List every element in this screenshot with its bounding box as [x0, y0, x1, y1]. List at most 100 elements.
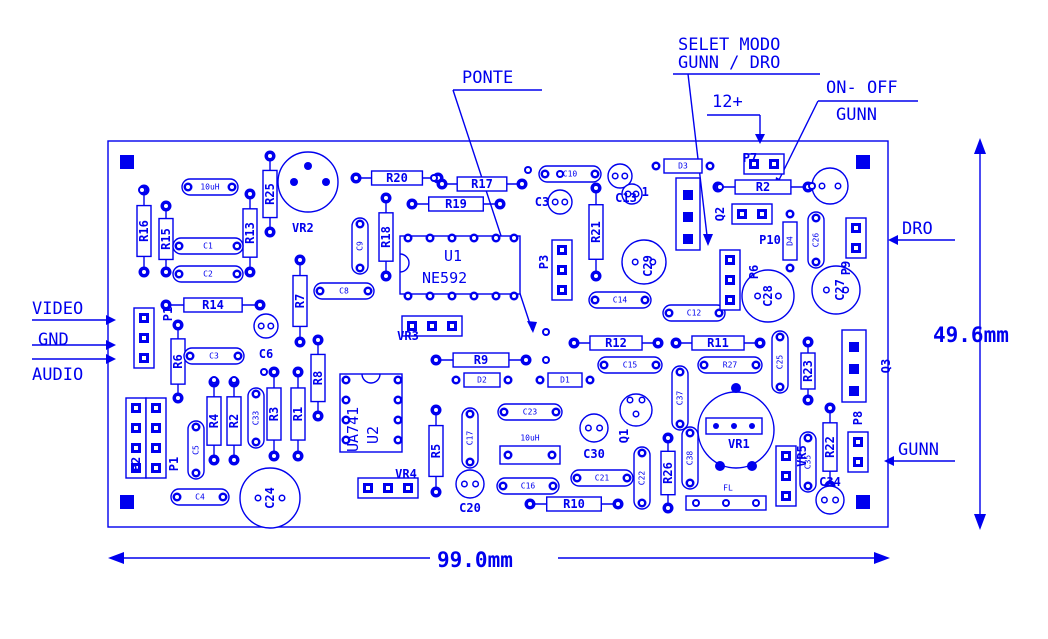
ic-pin: [491, 291, 501, 301]
capacitor-c33: C33: [247, 387, 265, 449]
capacitor-c2: C2: [172, 265, 244, 283]
svg-text:P9: P9: [839, 261, 853, 275]
svg-text:C26: C26: [812, 233, 821, 248]
board-outline: [107, 140, 889, 528]
transistor-q2: Q2: [675, 177, 727, 251]
v12-label: 12+: [712, 92, 743, 112]
resistor-r17: R17: [436, 176, 528, 192]
svg-text:C38: C38: [686, 451, 695, 466]
resistor-r26: R26: [660, 432, 676, 514]
svg-text:R9: R9: [474, 353, 488, 367]
svg-text:VR1: VR1: [728, 437, 750, 451]
resistor-r11: R11: [670, 335, 766, 351]
mount-hole: [120, 495, 134, 509]
capacitor-c1: C1: [172, 237, 244, 255]
svg-text:FL: FL: [723, 484, 733, 493]
connector-p6: P6: [719, 249, 761, 311]
capacitor-c17: C17: [461, 407, 479, 469]
resistor-r25: R25: [262, 150, 278, 238]
svg-text:R2: R2: [227, 414, 241, 428]
svg-text:P6: P6: [747, 265, 761, 279]
electrolytic-c13: C13: [615, 183, 643, 205]
transistor-q1: Q1: [617, 393, 653, 443]
filter-fl: FL: [685, 484, 767, 511]
svg-text:C12: C12: [687, 309, 702, 318]
resistor-r22: R22: [822, 402, 838, 492]
svg-text:C37: C37: [676, 391, 685, 406]
capacitor-c15: C15: [597, 356, 663, 374]
resistor-r15: R15: [158, 200, 174, 278]
video-label: VIDEO: [32, 299, 83, 319]
svg-text:VR3: VR3: [397, 329, 419, 343]
resistor-r3: R3: [266, 366, 282, 462]
ic-pin: [341, 415, 351, 425]
connector-p2: P2: [125, 397, 147, 479]
svg-text:P1: P1: [161, 307, 175, 321]
gunn-right-label: GUNN: [898, 440, 939, 460]
jumper-pad: [430, 174, 438, 182]
svg-text:P3: P3: [537, 255, 551, 269]
connector-vr3: VR3: [397, 315, 463, 343]
svg-text:10uH: 10uH: [200, 183, 219, 192]
ic-pin: [425, 233, 435, 243]
jumper-pad: [542, 356, 550, 364]
height-dimension: 49.6mm: [933, 323, 1009, 347]
ic-pin: [425, 291, 435, 301]
svg-text:R17: R17: [471, 177, 493, 191]
capacitor-c35: C35: [799, 431, 817, 493]
svg-text:D2: D2: [477, 376, 487, 385]
svg-text:C8: C8: [339, 287, 349, 296]
connector-p1: P1: [133, 307, 175, 369]
svg-text:VR4: VR4: [395, 467, 417, 481]
capacitor-c8: C8: [313, 282, 375, 300]
resistor-r8: R8: [310, 334, 326, 422]
svg-text:R15: R15: [159, 228, 173, 250]
resistor-r12: R12: [568, 335, 664, 351]
svg-text:R1: R1: [291, 407, 305, 421]
connector-p7: P7: [743, 151, 785, 175]
svg-text:U2: U2: [364, 426, 382, 444]
svg-text:R4: R4: [207, 414, 221, 428]
ic-u1: U1 NE592: [399, 235, 521, 295]
jumper-pad: [556, 170, 564, 178]
capacitor-c23: C23: [497, 403, 563, 421]
svg-text:R25: R25: [263, 183, 277, 205]
svg-text:U1: U1: [444, 247, 462, 265]
svg-text:10uH: 10uH: [520, 434, 539, 443]
gnd-label: GND: [38, 330, 69, 350]
electrolytic-c27: C27: [811, 265, 861, 315]
svg-text:D4: D4: [786, 236, 795, 246]
capacitor-c12: C12: [662, 304, 726, 322]
svg-text:C22: C22: [638, 471, 647, 486]
ic-pin: [491, 233, 501, 243]
capacitor-c22: C22: [633, 446, 651, 510]
svg-text:R7: R7: [293, 294, 307, 308]
resistor-r21: R21: [588, 182, 604, 282]
selet-label-2: GUNN / DRO: [678, 53, 780, 73]
ic-pin: [469, 291, 479, 301]
trimmer-vr1: VR1: [697, 383, 775, 471]
connector-p10: P10: [731, 203, 781, 247]
ic-pin: [469, 233, 479, 243]
resistor-r18: R18: [378, 192, 394, 282]
svg-text:C35: C35: [804, 455, 813, 470]
svg-text:R26: R26: [661, 462, 675, 484]
electrolytic-c29: C29: [621, 239, 667, 285]
capacitor-c38: C38: [681, 426, 699, 490]
svg-text:C27: C27: [833, 279, 847, 301]
svg-text:C29: C29: [641, 255, 655, 277]
svg-text:Q1: Q1: [617, 429, 631, 443]
on-off-label-1: ON- OFF: [826, 78, 898, 98]
connector-vr4: VR4: [357, 467, 419, 499]
ic-pin: [341, 435, 351, 445]
svg-text:C6: C6: [259, 347, 273, 361]
resistor-r6: R6: [170, 319, 186, 404]
ic-pin: [393, 375, 403, 385]
capacitor-c4: C4: [170, 488, 230, 506]
svg-text:C33: C33: [252, 411, 261, 426]
svg-text:P1: P1: [167, 457, 181, 471]
capacitor-c3: C3: [183, 347, 245, 365]
svg-text:R20: R20: [386, 171, 408, 185]
trimmer-vr2: VR2: [277, 151, 339, 235]
